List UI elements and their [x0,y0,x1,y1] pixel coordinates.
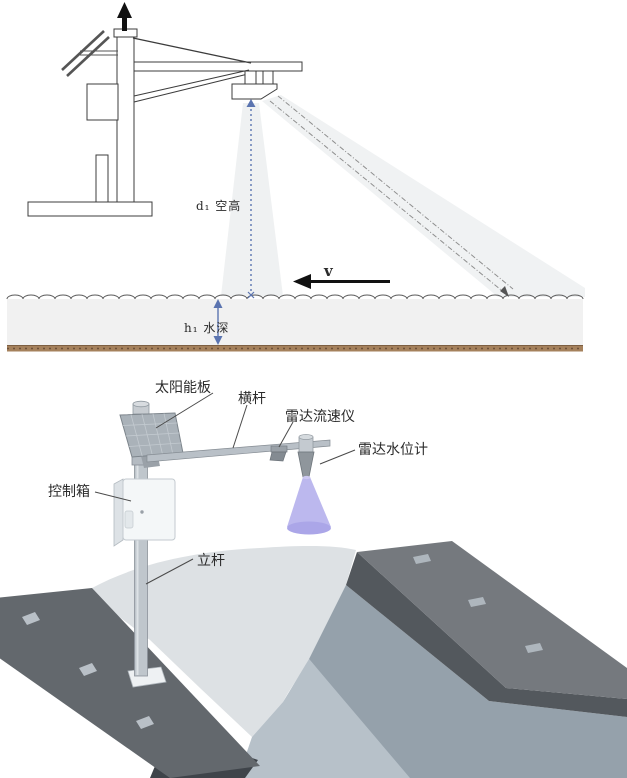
water-depth-label: h₁ 水深 [184,321,229,335]
mast-pole [116,35,135,203]
air-height-label: d₁ 空高 [196,198,241,213]
arm-brace-2 [133,72,253,103]
right-bank-inner-slope [309,585,627,778]
right-bank-edge [346,552,627,717]
solar-panel [119,412,184,468]
solar-panel-schematic [61,30,118,77]
diagonal-beam-cone [262,95,585,297]
antenna-shaft [122,14,127,31]
secondary-post [95,154,109,203]
antenna-tip [117,2,132,18]
tension-cable [132,37,252,64]
radar-beam-cone [287,475,331,535]
control-box-label: 控制箱 [48,484,90,500]
station-3d-illustration: 太阳能板 横杆 雷达流速仪 雷达水位计 控制箱 立杆 [0,378,627,778]
solar-panel-pointer [155,392,214,429]
radar-velocity-meter [269,445,288,462]
channel-floor [238,659,412,778]
base-plate [27,201,153,217]
velocity-beam-dashed-line [269,95,514,297]
left-bank-markers [22,612,154,729]
vertical-beam-cone [221,103,283,296]
air-height-measure-line [246,99,256,299]
radar-velocity-meter-label: 雷达流速仪 [285,409,355,425]
right-bank-markers [413,554,543,653]
solar-panel-label: 太阳能板 [155,380,211,396]
vertical-pole-label: 立杆 [197,553,225,569]
water-surface-waves [6,294,584,300]
schematic-canvas: d₁ 空高 h₁ 水深 v [6,2,585,352]
left-bank [0,588,260,778]
flow-velocity-arrow [293,274,390,289]
right-bank-top [357,541,627,699]
horizontal-bar-pointer [232,404,248,449]
radar-water-level-gauge [297,434,315,478]
vertical-pole-pointer [145,558,194,585]
velocity-label: v [323,262,334,280]
mast-structure [27,2,303,217]
water-body [7,299,583,345]
equipment-box-schematic [86,83,119,121]
radar-sensor-schematic [231,70,278,100]
solar-panel-grid [122,413,182,457]
radar-velocity-meter-pointer [278,421,294,448]
radar-measurement-schematic: d₁ 空高 h₁ 水深 v [0,0,627,378]
arm-brace-1 [133,69,250,97]
radar-water-level-gauge-label: 雷达水位计 [358,442,428,458]
control-box-pointer [94,491,132,502]
horizontal-bar [146,439,331,463]
illustration-canvas: 太阳能板 横杆 雷达流速仪 雷达水位计 控制箱 立杆 [0,380,627,778]
control-box [113,478,176,547]
radar-water-level-gauge-pointer [319,449,356,465]
horizontal-bar-label: 横杆 [238,391,266,407]
channel-water-surface [92,545,356,737]
water-depth-measure-arrow [213,299,223,345]
cantilever-arm [133,61,303,72]
